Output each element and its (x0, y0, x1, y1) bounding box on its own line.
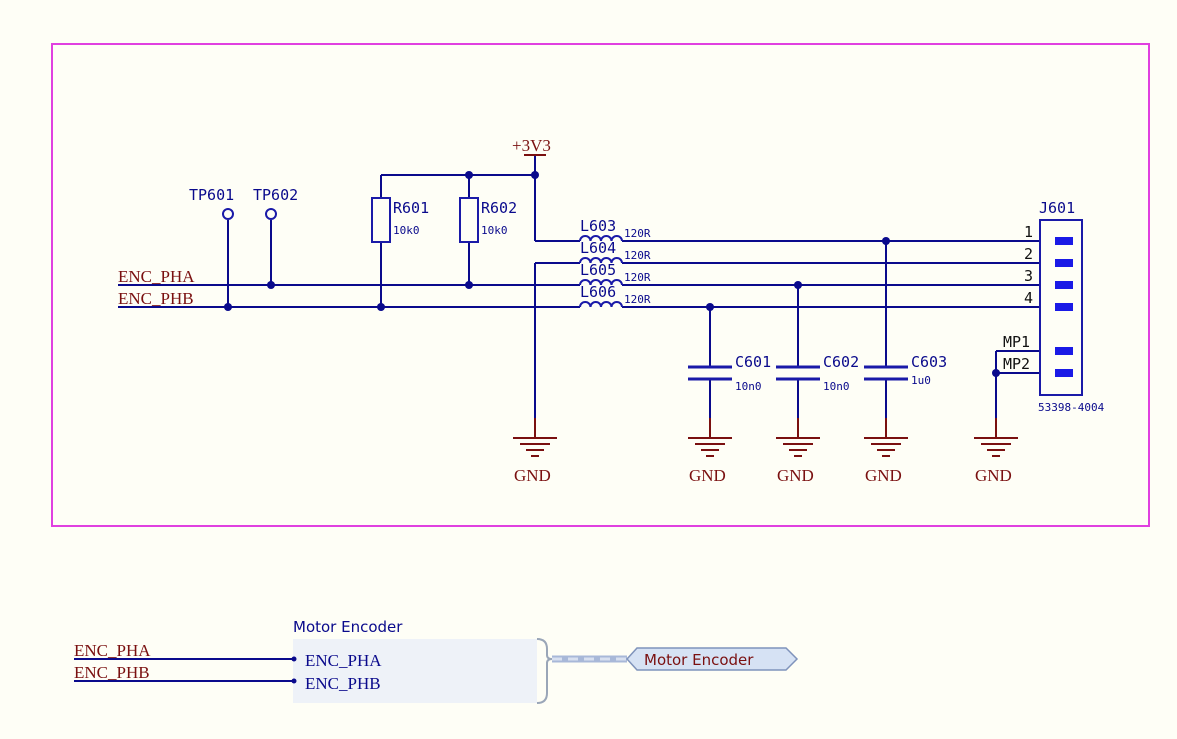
connector-pin-pad-icon (1055, 281, 1073, 289)
capacitor-ref: C603 (911, 353, 947, 371)
junction-dot (882, 237, 890, 245)
connector-pin-pad-icon (1055, 347, 1073, 355)
junction-dot (465, 171, 473, 179)
gnd-label: GND (514, 466, 551, 485)
connector-mount-pin: MP2 (1003, 355, 1030, 373)
connector-pin-number: 4 (1024, 289, 1033, 307)
inductor-labels: L603 120R L604 120R L605 120R L606 120R (580, 217, 651, 306)
capacitor-value: 10n0 (735, 380, 762, 393)
inductor-value: 120R (624, 293, 651, 306)
capacitor-ref: C601 (735, 353, 771, 371)
resistor-ref: R601 (393, 199, 429, 217)
inductor-ref: L605 (580, 261, 616, 279)
gnd-label: GND (975, 466, 1012, 485)
connector-pin-pad-icon (1055, 237, 1073, 245)
test-point-tp601[interactable]: TP601 (189, 186, 234, 220)
gnd-label: GND (689, 466, 726, 485)
gnd-icon (864, 418, 908, 457)
resistor-ref: R602 (481, 199, 517, 217)
connector-pin-pad-icon (1055, 259, 1073, 267)
power-net-label: +3V3 (512, 136, 551, 155)
capacitor-c601[interactable]: C601 10n0 (688, 353, 771, 393)
gnd-icon (974, 418, 1018, 457)
junction-dot (377, 303, 385, 311)
resistor-body-icon (459, 197, 479, 243)
inductors (579, 235, 623, 308)
test-point-ref: TP602 (253, 186, 298, 204)
gnd-label: GND (777, 466, 814, 485)
harness-wire-label: ENC_PHB (74, 663, 150, 682)
net-label-enc-pha: ENC_PHA (118, 267, 195, 286)
port-motor-encoder[interactable]: Motor Encoder (625, 647, 799, 671)
connector-ref: J601 (1039, 199, 1075, 217)
harness-entry-dot (291, 656, 297, 662)
capacitor-value: 1u0 (911, 374, 931, 387)
port-label: Motor Encoder (644, 651, 754, 669)
inductor-coil-icon (579, 257, 623, 264)
gnd-label: GND (865, 466, 902, 485)
capacitor-c602[interactable]: C602 10n0 (776, 353, 859, 393)
test-point-ref: TP601 (189, 186, 234, 204)
inductor-coil-icon (579, 279, 623, 286)
inductor-coil-icon (579, 301, 623, 308)
junction-dot (706, 303, 714, 311)
resistor-r602[interactable]: R602 10k0 (459, 197, 517, 243)
capacitor-ref: C602 (823, 353, 859, 371)
harness-wire-label: ENC_PHA (74, 641, 151, 660)
junction-dot (794, 281, 802, 289)
connector-pin-pad-icon (1055, 303, 1073, 311)
resistor-value: 10k0 (393, 224, 420, 237)
junction-dot (224, 303, 232, 311)
junctions (224, 171, 1000, 377)
port-shape (625, 647, 799, 671)
harness-entry: ENC_PHB (305, 674, 381, 693)
gnd-icon (513, 418, 557, 457)
inductor-value: 120R (624, 271, 651, 284)
gnd-symbols (513, 418, 1018, 457)
gnd-icon (688, 418, 732, 457)
resistor-r601[interactable]: R601 10k0 (371, 197, 429, 243)
sheet-border (51, 43, 1150, 527)
wires (118, 155, 1040, 418)
capacitor-c603[interactable]: C603 1u0 (864, 353, 947, 387)
inductor-coil-icon (579, 235, 623, 242)
harness-bracket-icon (536, 638, 553, 704)
junction-dot (465, 281, 473, 289)
inductor-ref: L603 (580, 217, 616, 235)
resistor-value: 10k0 (481, 224, 508, 237)
connector-body (1039, 219, 1083, 396)
connector-pin-pad-icon (1055, 369, 1073, 377)
capacitor-value: 10n0 (823, 380, 850, 393)
connector-pin-number: 2 (1024, 245, 1033, 263)
inductor-ref: L604 (580, 239, 616, 257)
net-label-enc-phb: ENC_PHB (118, 289, 194, 308)
harness-entry-dot (291, 678, 297, 684)
connector-j601[interactable]: J601 53398-4004 1 2 3 4 MP1 MP2 (1003, 199, 1105, 414)
gnd-labels: GND GND GND GND GND (514, 466, 1012, 485)
resistor-body-icon (371, 197, 391, 243)
inductor-value: 120R (624, 249, 651, 262)
test-point-pad-icon (222, 208, 234, 220)
connector-mount-pin: MP1 (1003, 333, 1030, 351)
test-point-tp602[interactable]: TP602 (253, 186, 298, 220)
junction-dot (992, 369, 1000, 377)
harness-block[interactable]: Motor Encoder ENC_PHA ENC_PHB (291, 618, 553, 704)
connector-part-number: 53398-4004 (1038, 401, 1105, 414)
power-port-3v3[interactable]: +3V3 (512, 136, 551, 156)
inductor-ref: L606 (580, 283, 616, 301)
harness-connector-body (293, 639, 537, 703)
connector-pin-number: 3 (1024, 267, 1033, 285)
connector-pin-number: 1 (1024, 223, 1033, 241)
harness-title: Motor Encoder (293, 618, 403, 636)
inductor-value: 120R (624, 227, 651, 240)
harness-entry: ENC_PHA (305, 651, 382, 670)
junction-dot (267, 281, 275, 289)
gnd-icon (776, 418, 820, 457)
junction-dot (531, 171, 539, 179)
test-point-pad-icon (265, 208, 277, 220)
